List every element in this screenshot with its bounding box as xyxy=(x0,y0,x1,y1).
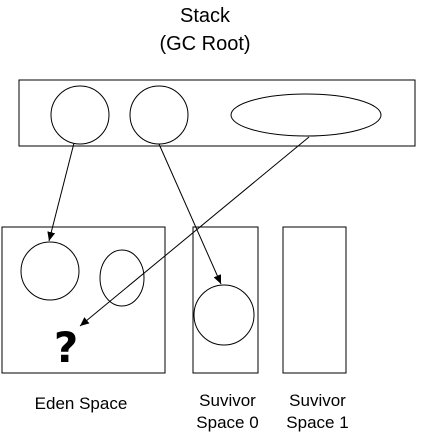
eden-space-box xyxy=(1,226,166,374)
survivor-space-1-box xyxy=(282,226,347,374)
survivor-0-label-line1: Suvivor xyxy=(199,391,256,410)
eden-object-1 xyxy=(20,241,80,301)
stack-reference-2 xyxy=(129,85,189,145)
stack-title-line2: (GC Root) xyxy=(159,33,251,55)
stack-reference-1 xyxy=(50,85,110,145)
arrow-ref1-to-eden-object xyxy=(47,142,75,242)
survivor-1-label-line2: Space 1 xyxy=(286,413,349,432)
arrow-ref2-to-survivor-object xyxy=(158,143,222,285)
survivor-0-label-line2: Space 0 xyxy=(196,413,259,432)
unknown-object-glyph: ? xyxy=(54,323,78,372)
eden-space-label: Eden Space xyxy=(34,394,128,413)
survivor-0-object xyxy=(193,284,255,346)
eden-object-2 xyxy=(99,249,145,307)
stack-reference-3 xyxy=(230,93,382,137)
stack-title-line1: Stack xyxy=(179,5,231,27)
survivor-1-label-line1: Suvivor xyxy=(289,391,346,410)
arrow-ref3-to-unknown xyxy=(79,136,310,327)
